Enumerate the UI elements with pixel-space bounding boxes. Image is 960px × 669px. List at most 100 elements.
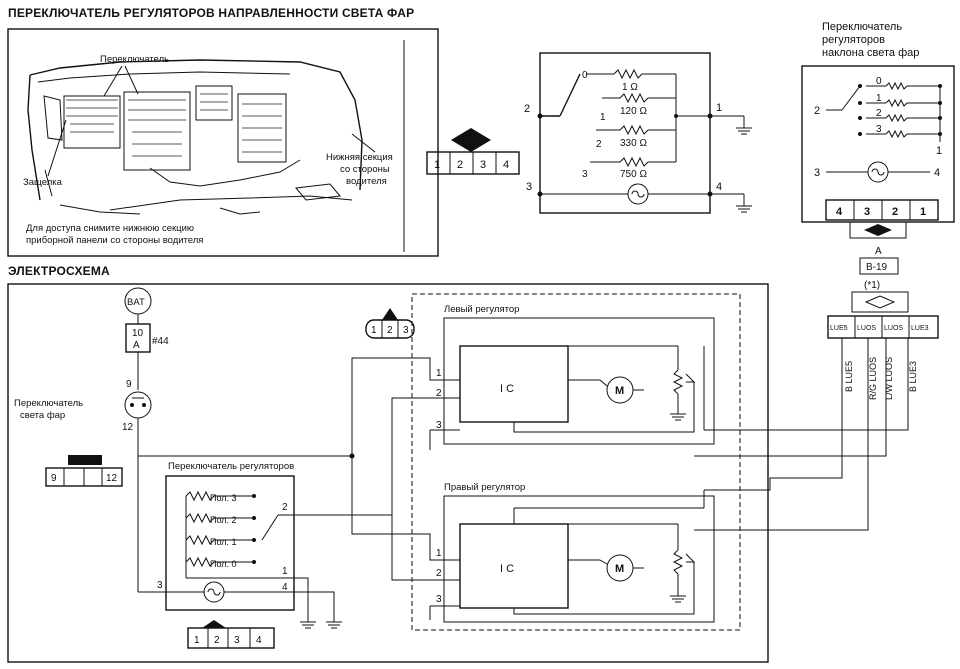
access-note-line-1: Для доступа снимите нижнюю секцию bbox=[26, 223, 194, 234]
regulator-wires bbox=[294, 357, 460, 620]
fuse-rating-unit: A bbox=[133, 340, 140, 351]
wire-label-4: B LUE3 bbox=[908, 361, 918, 392]
left-regulator bbox=[443, 317, 715, 445]
terminal-2: 2 bbox=[524, 103, 530, 115]
regulators-dashed-box bbox=[411, 293, 741, 631]
terminal-1: 1 bbox=[716, 102, 722, 114]
right-terminal-4: 4 bbox=[934, 167, 940, 179]
left-motor-label: M bbox=[615, 385, 624, 397]
headlamp-switch-line-1: Переключатель bbox=[14, 398, 83, 409]
right-title-line-1: Переключатель bbox=[822, 21, 902, 33]
selector-title: Переключатель регуляторов bbox=[168, 461, 294, 472]
ref-code: B-19 bbox=[866, 262, 888, 273]
lower-section-line-1: Нижняя секция bbox=[326, 152, 393, 163]
switch-label: Переключатель bbox=[100, 54, 169, 65]
wire-label-3: L/W LUOS bbox=[884, 357, 894, 400]
right-connector-pin-4: 4 bbox=[836, 206, 843, 218]
right-wires bbox=[704, 338, 909, 531]
battery-label: BAT bbox=[127, 297, 145, 308]
regulator-to-connector-wires bbox=[694, 346, 705, 531]
wire-code-4: LUE3 bbox=[911, 325, 929, 332]
top-connector-pin-1: 1 bbox=[371, 325, 377, 336]
right-position-3: 3 bbox=[876, 124, 882, 135]
hs-connector bbox=[45, 455, 123, 487]
fuse-number: #44 bbox=[152, 336, 169, 347]
latch-label: Защелка bbox=[23, 177, 63, 188]
switch-circuit bbox=[537, 52, 752, 214]
bottom-connector-pin-2: 2 bbox=[214, 635, 220, 646]
right-terminal-3: 3 bbox=[814, 167, 820, 179]
right-reg-pin-2: 2 bbox=[436, 568, 442, 579]
right-terminal-1: 1 bbox=[936, 145, 942, 157]
right-position-0: 0 bbox=[876, 76, 882, 87]
connector-pin-3: 3 bbox=[480, 159, 486, 171]
bottom-connector-pin-4: 4 bbox=[256, 635, 262, 646]
top-panel-frame bbox=[7, 28, 439, 257]
wire-label-2: R/G LUOS bbox=[868, 357, 878, 400]
left-ic-label: I C bbox=[500, 383, 514, 395]
selector-pin-2: 2 bbox=[282, 502, 288, 513]
hs-connector-pin-9: 9 bbox=[51, 473, 57, 484]
connector-pin-1: 1 bbox=[434, 159, 440, 171]
right-position-1: 1 bbox=[876, 93, 882, 104]
right-reg-pin-3: 3 bbox=[436, 594, 442, 605]
selector-position-1: Пол. 1 bbox=[210, 537, 237, 547]
right-switch-schematic bbox=[801, 65, 955, 239]
connector-pin-4: 4 bbox=[503, 159, 509, 171]
switch-position-2: 2 bbox=[596, 139, 602, 150]
terminal-3: 3 bbox=[526, 181, 532, 193]
selector-switch bbox=[165, 475, 295, 611]
switch-position-1: 1 bbox=[600, 112, 606, 123]
right-connector-b19 bbox=[827, 291, 939, 339]
selector-connector bbox=[187, 620, 275, 649]
selector-pin-4: 4 bbox=[282, 582, 288, 593]
switch-connector bbox=[426, 128, 520, 175]
selector-pin-3: 3 bbox=[157, 580, 163, 591]
dashboard-illustration bbox=[27, 59, 363, 215]
right-ic-label: I C bbox=[500, 563, 514, 575]
selector-position-2: Пол. 2 bbox=[210, 515, 237, 525]
lower-section-line-3: водителя bbox=[346, 176, 387, 187]
right-position-2: 2 bbox=[876, 108, 882, 119]
right-connector-pin-1: 1 bbox=[920, 206, 926, 218]
right-regulator-label: Правый регулятор bbox=[444, 482, 525, 493]
lower-section-line-2: со стороны bbox=[340, 164, 390, 175]
top-connector-pin-3: 3 bbox=[403, 325, 409, 336]
resistor-330-ohm: 330 Ω bbox=[620, 138, 647, 149]
selector-pin-1: 1 bbox=[282, 566, 288, 577]
right-connector-pin-3: 3 bbox=[864, 206, 870, 218]
hs-pin-9: 9 bbox=[126, 379, 132, 390]
ref-code-box bbox=[859, 257, 899, 275]
selector-position-3: Пол. 3 bbox=[210, 493, 237, 503]
right-terminal-2: 2 bbox=[814, 105, 820, 117]
fuse-rating-value: 10 bbox=[132, 328, 144, 339]
heading-switch: ПЕРЕКЛЮЧАТЕЛЬ РЕГУЛЯТОРОВ НАПРАВЛЕННОСТИ… bbox=[8, 6, 415, 20]
switch-position-3: 3 bbox=[582, 169, 588, 180]
right-title-line-2: регуляторов bbox=[822, 34, 885, 46]
right-reg-pin-1: 1 bbox=[436, 548, 442, 559]
wire-code-2: LUOS bbox=[857, 325, 876, 332]
top-connector-pin-2: 2 bbox=[387, 325, 393, 336]
hs-pin-12: 12 bbox=[122, 422, 134, 433]
right-regulator bbox=[443, 495, 715, 623]
right-motor-label: M bbox=[615, 563, 624, 575]
access-note-line-2: приборной панели со стороны водителя bbox=[26, 235, 203, 246]
terminal-4: 4 bbox=[716, 181, 722, 193]
left-reg-pin-3: 3 bbox=[436, 420, 442, 431]
headlamp-switch-symbol bbox=[124, 391, 152, 419]
switch-position-0: 0 bbox=[582, 70, 588, 81]
right-connector-pin-2: 2 bbox=[892, 206, 898, 218]
left-reg-pin-1: 1 bbox=[436, 368, 442, 379]
top-connector-123 bbox=[365, 308, 415, 339]
selector-position-0: Пол. 0 bbox=[210, 559, 237, 569]
wire-code-1: LUE5 bbox=[830, 325, 848, 332]
wire-label-1: B LUE5 bbox=[844, 361, 854, 392]
ref-letter: A bbox=[875, 246, 882, 257]
ref-note: (*1) bbox=[864, 280, 880, 291]
heading-schematic: ЭЛЕКТРОСХЕМА bbox=[8, 264, 110, 278]
bottom-connector-pin-3: 3 bbox=[234, 635, 240, 646]
headlamp-switch-line-2: света фар bbox=[20, 410, 65, 421]
left-regulator-label: Левый регулятор bbox=[444, 304, 519, 315]
right-title-line-3: наклона света фар bbox=[822, 47, 919, 59]
bottom-connector-pin-1: 1 bbox=[194, 635, 200, 646]
